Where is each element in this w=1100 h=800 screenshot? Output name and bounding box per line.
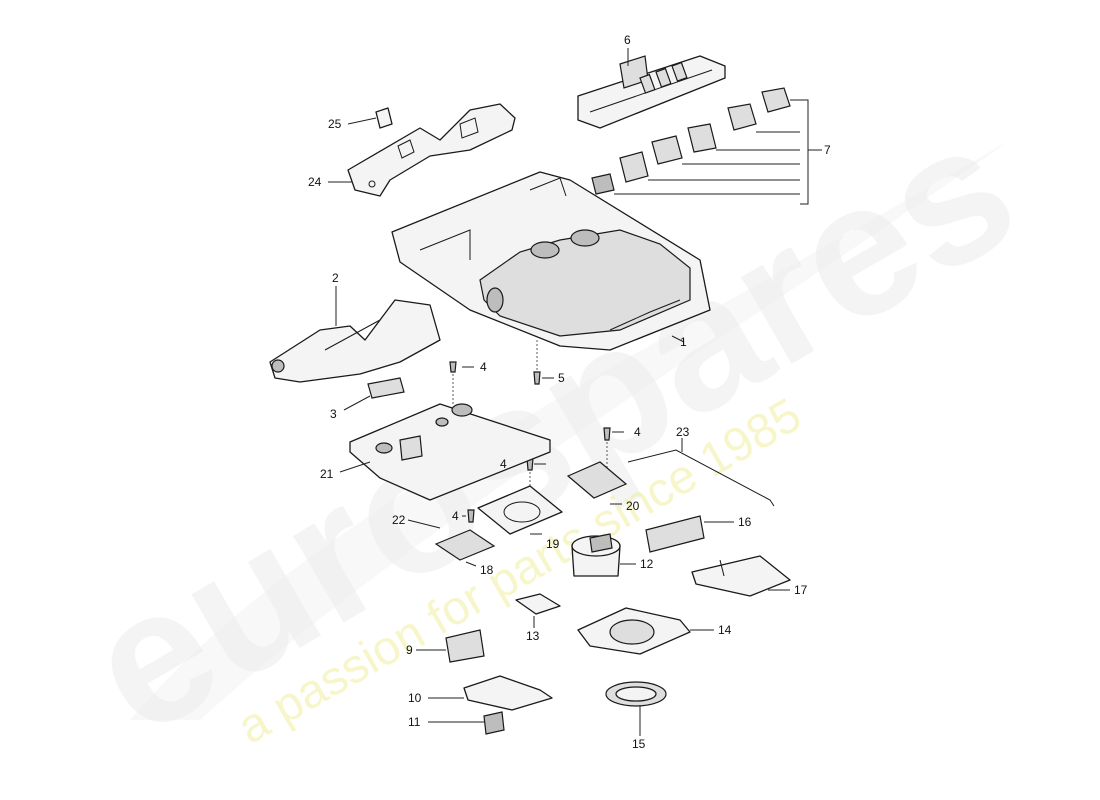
- part-11-clip: [483, 711, 505, 735]
- callout-24: 24: [308, 175, 322, 189]
- part-9-switch: [445, 629, 485, 663]
- callout-10: 10: [408, 691, 422, 705]
- part-19-plate: [477, 485, 563, 535]
- callout-25: 25: [328, 117, 342, 131]
- callout-19: 19: [546, 537, 560, 551]
- callout-22: 22: [392, 513, 406, 527]
- callout-11: 11: [408, 715, 421, 729]
- leader-lines: [328, 48, 790, 736]
- callout-12: 12: [640, 557, 654, 571]
- part-7-switches: [591, 87, 822, 205]
- callout-20: 20: [626, 499, 640, 513]
- callout-1: 1: [680, 335, 687, 349]
- part-3-clip: [367, 377, 405, 399]
- callout-4d: 4: [452, 509, 459, 523]
- part-23-wire: [627, 449, 775, 507]
- callout-6: 6: [624, 33, 631, 47]
- part-15-ring: [605, 681, 667, 707]
- callout-4b: 4: [634, 425, 641, 439]
- callout-14: 14: [718, 623, 732, 637]
- watermark-swoosh: [130, 140, 1010, 720]
- callout-15: 15: [632, 737, 646, 751]
- part-16-switch-block: [645, 515, 705, 553]
- part-1-console-housing: [391, 171, 711, 351]
- part-20-board: [566, 461, 628, 499]
- callout-21: 21: [320, 467, 334, 481]
- callout-16: 16: [738, 515, 752, 529]
- callout-18: 18: [480, 563, 494, 577]
- part-10-bracket: [463, 675, 553, 711]
- callout-9: 9: [406, 643, 413, 657]
- callout-3: 3: [330, 407, 337, 421]
- callout-23: 23: [676, 425, 690, 439]
- callout-13: 13: [526, 629, 540, 643]
- part-13-clip: [515, 593, 561, 615]
- callout-7: 7: [824, 143, 831, 157]
- callout-labels: 6 7 25 24 2 1 4 5 3 4 23 4 21 20 22 4 19…: [308, 33, 831, 751]
- part-17-bezel: [691, 555, 791, 597]
- part-14-ring-frame: [577, 607, 691, 655]
- callout-17: 17: [794, 583, 808, 597]
- part-18-board: [434, 529, 496, 561]
- callout-4c: 4: [500, 457, 507, 471]
- part-21-circuit-board: [349, 403, 551, 501]
- callout-4a: 4: [480, 360, 487, 374]
- part-24-bracket: [347, 103, 516, 197]
- part-2-cover: [269, 299, 441, 383]
- part-25-clip: [375, 107, 393, 129]
- part-6-switch-bezel: [577, 55, 726, 129]
- callout-5: 5: [558, 371, 565, 385]
- callout-2: 2: [332, 271, 339, 285]
- part-12-knob: [571, 533, 621, 577]
